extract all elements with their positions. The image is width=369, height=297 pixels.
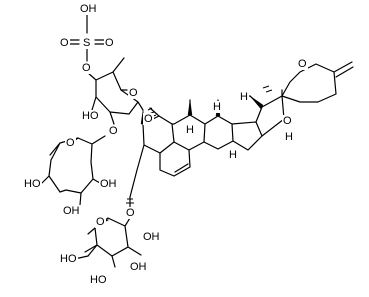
rhamnose-2-hydroxyl-label: OH xyxy=(100,178,117,190)
fucose-2-glycosidic-oxygen-label: O xyxy=(109,125,118,137)
atom-label-background xyxy=(59,37,70,49)
atom-label-background xyxy=(142,231,161,243)
bond-lines xyxy=(41,14,354,268)
atom-label-background xyxy=(79,3,98,15)
glucose-2-hydroxyl-label: OH xyxy=(143,231,160,243)
sulfonyl-oxygen-right-label: O xyxy=(105,37,114,49)
sulfur-atom-label: S xyxy=(83,37,90,49)
atom-label-background xyxy=(23,178,42,190)
atom-label-background xyxy=(212,101,222,113)
fucose-ring-oxygen-label: O xyxy=(129,87,138,99)
atom-label-background xyxy=(89,274,108,286)
spiro-pyran-oxygen-label: O xyxy=(298,58,307,70)
rhamnose-ring-oxygen-label: O xyxy=(66,137,75,149)
glucose-6-hydroxyl-label: HO xyxy=(60,253,77,265)
atom-label-background xyxy=(185,124,195,136)
atom-label-background xyxy=(81,62,92,74)
sulfonic-hydroxyl-label: OH xyxy=(80,3,97,15)
sulfate-ester-oxygen-label: O xyxy=(82,62,91,74)
fucose-1-glycosidic-oxygen-label: O xyxy=(144,113,153,125)
atom-label-background xyxy=(297,58,308,70)
atom-label-background xyxy=(228,149,238,161)
atom-label-background xyxy=(108,125,119,137)
atom-label-background xyxy=(284,131,294,143)
atom-label-background xyxy=(282,115,293,127)
spiro-furan-oxygen-label: O xyxy=(283,115,292,127)
atom-label-background xyxy=(59,253,78,265)
atom-label-background xyxy=(239,91,249,103)
glucose-4-hydroxyl-label: HO xyxy=(90,274,107,286)
c3-glycosidic-oxygen-label: O xyxy=(126,207,135,219)
atom-label-background xyxy=(128,87,139,99)
atom-label-background xyxy=(129,261,148,273)
atom-label-background xyxy=(95,216,106,228)
sulfonyl-oxygen-left-label: O xyxy=(60,37,69,49)
h-c17-label: H xyxy=(240,91,248,103)
glucose-ring-oxygen-label: O xyxy=(96,216,105,228)
h-c9-label: H xyxy=(229,149,237,161)
glucose-3-hydroxyl-label: OH xyxy=(130,261,147,273)
h-c16-label: H xyxy=(285,131,293,143)
rhamnose-4-hydroxyl-label: HO xyxy=(24,178,41,190)
atom-label-background xyxy=(143,113,154,125)
atom-label-background xyxy=(81,110,100,122)
atom-label-background xyxy=(125,207,136,219)
atom-labels: OH S O O O O HO O O O HO OH OH O O HO OH… xyxy=(23,3,308,286)
atom-label-background xyxy=(99,178,118,190)
fucose-3-hydroxyl-label: HO xyxy=(82,110,99,122)
atom-label-background xyxy=(104,37,115,49)
atom-label-background xyxy=(62,205,81,217)
rhamnose-3-hydroxyl-label: OH xyxy=(63,205,80,217)
h-c8-label: H xyxy=(186,124,194,136)
atom-label-background xyxy=(82,37,92,49)
atom-label-background xyxy=(65,137,76,149)
h-c14-label: H xyxy=(213,101,221,113)
